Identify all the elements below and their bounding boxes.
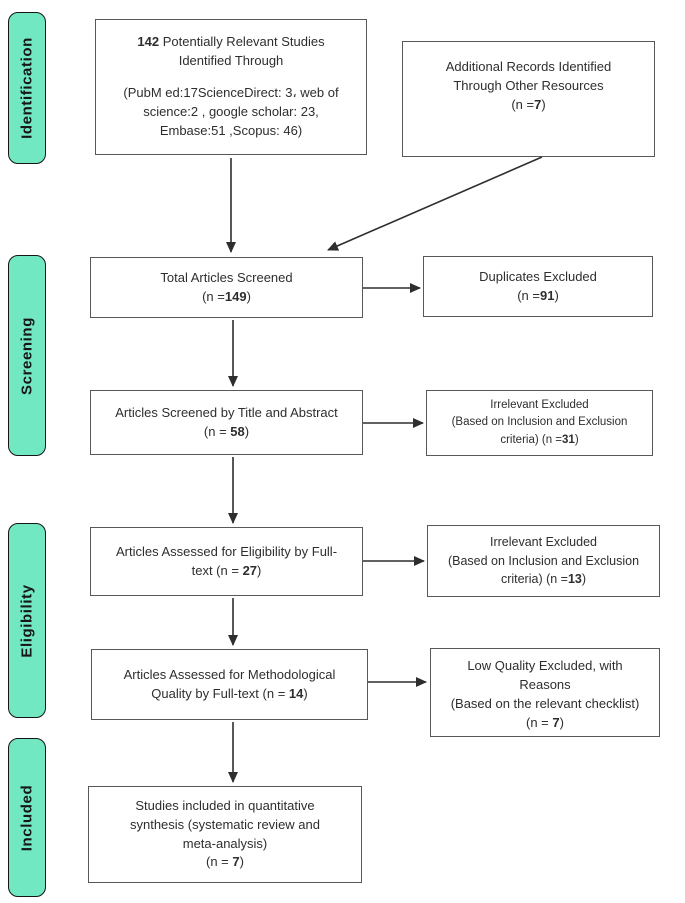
n-prefix: (n = [206, 854, 233, 870]
n-prefix: (n = [526, 714, 553, 730]
n-suffix: ) [554, 287, 559, 303]
n-suffix: ) [574, 433, 579, 446]
stage-label-included: Included [8, 738, 46, 897]
n-value: 14 [288, 685, 304, 701]
box-title-line: synthesis (systematic review and [129, 816, 320, 832]
n-line: criteria) (n =13) [501, 570, 586, 589]
box-identified-records: 142 Potentially Relevant Studies Identif… [95, 19, 367, 155]
box-irrelevant-excluded-1: Irrelevant Excluded (Based on Inclusion … [426, 390, 653, 456]
box-irrelevant-excluded-2: Irrelevant Excluded (Based on Inclusion … [427, 525, 660, 597]
sources-line: (PubM ed:17ScienceDirect: 3، web of [123, 85, 339, 101]
box-title-line: Reasons [519, 676, 571, 692]
n-value: 58 [230, 423, 245, 439]
sources-line: Embase:51 ,Scopus: 46) [159, 122, 303, 138]
stage-label-text: Identification [18, 37, 36, 139]
box-title-line: meta-analysis) [182, 835, 268, 851]
n-prefix: (n = [202, 288, 225, 304]
n-prefix: (n = [511, 96, 535, 112]
stage-label-eligibility: Eligibility [8, 523, 46, 718]
n-value: 149 [224, 288, 247, 304]
n-suffix: ) [246, 288, 251, 304]
n-line: (n = 58) [204, 423, 249, 442]
box-title-line: (Based on Inclusion and Exclusion [451, 416, 628, 429]
n-suffix: ) [581, 572, 587, 587]
arrow-additional-to-total [327, 156, 543, 251]
box-title-abstract-screened: Articles Screened by Title and Abstract … [90, 390, 363, 455]
n-line: criteria) (n =31) [500, 432, 578, 449]
box-title-line: Low Quality Excluded, with [467, 658, 623, 673]
n-suffix: ) [239, 854, 244, 870]
n-value: 7 [534, 96, 542, 112]
box-title-line: Irrelevant Excluded [490, 399, 589, 412]
n-line: Quality by Full-text (n = 14) [151, 685, 307, 704]
n-value: 13 [567, 572, 582, 587]
n-prefix: (n = [517, 287, 540, 303]
box-title-line: 142 Potentially Relevant Studies [137, 33, 324, 52]
n-line: text (n = 27) [192, 562, 262, 581]
box-title-line: Studies included in quantitative [135, 797, 315, 813]
n-prefix: criteria) (n = [500, 433, 563, 446]
n-prefix: text (n = [191, 562, 243, 578]
box-low-quality-excluded: Low Quality Excluded, with Reasons (Base… [430, 648, 660, 737]
n-value: 91 [539, 287, 555, 303]
n-prefix: (n = [203, 423, 231, 439]
n-prefix: Quality by Full-text (n = [151, 685, 289, 701]
box-title-line: Total Articles Screened [160, 269, 293, 285]
box-total-screened: Total Articles Screened (n =149) [90, 257, 363, 318]
box-title-line: Identified Through [178, 53, 284, 69]
box-eligibility-assessed: Articles Assessed for Eligibility by Ful… [90, 527, 363, 596]
n-value: 31 [562, 433, 575, 446]
box-methodological-quality: Articles Assessed for Methodological Qua… [91, 649, 368, 720]
stage-label-identification: Identification [8, 12, 46, 164]
stage-label-text: Eligibility [18, 583, 36, 658]
box-included-quantitative: Studies included in quantitative synthes… [88, 786, 362, 883]
box-duplicates-excluded: Duplicates Excluded (n =91) [423, 256, 653, 317]
n-value: 7 [552, 714, 560, 730]
n-line: (n =149) [202, 288, 251, 307]
stage-label-text: Included [18, 784, 36, 851]
box-title-line: Duplicates Excluded [479, 268, 597, 284]
box-title-line: Articles Assessed for Eligibility by Ful… [115, 543, 338, 559]
n-suffix: ) [244, 423, 250, 439]
box-title-line: Articles Screened by Title and Abstract [115, 404, 338, 420]
n-value: 27 [242, 562, 258, 578]
sources-line: science:2 , google scholar: 23, [143, 103, 319, 119]
n-value: 7 [232, 854, 240, 870]
box-title-line: Through Other Resources [453, 77, 604, 93]
box-title-line: Additional Records Identified [445, 59, 612, 74]
n-suffix: ) [559, 714, 564, 730]
box-title-line: Articles Assessed for Methodological [123, 666, 336, 682]
box-title-line: (Based on the relevant checklist) [450, 695, 640, 711]
n-line: (n = 7) [526, 714, 564, 733]
n-line: (n = 7) [206, 853, 244, 872]
n-suffix: ) [541, 96, 546, 112]
n-suffix: ) [257, 562, 262, 578]
stage-label-screening: Screening [8, 255, 46, 456]
box-title-line: (Based on Inclusion and Exclusion [447, 553, 640, 568]
box-title-line: Irrelevant Excluded [489, 534, 597, 549]
n-line: (n =7) [511, 96, 545, 115]
study-count: 142 [137, 34, 160, 50]
stage-label-text: Screening [18, 316, 36, 395]
n-suffix: ) [303, 685, 308, 701]
n-line: (n =91) [517, 287, 559, 306]
title-text: Potentially Relevant Studies [159, 34, 325, 50]
n-prefix: criteria) (n = [500, 572, 568, 587]
box-additional-records: Additional Records Identified Through Ot… [402, 41, 655, 157]
